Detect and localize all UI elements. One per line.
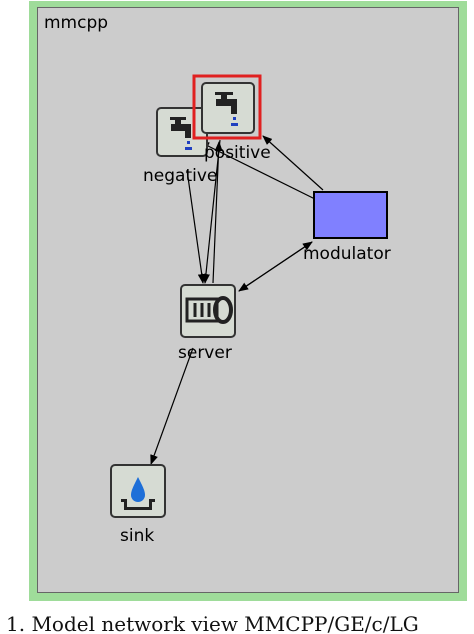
node-server[interactable] (180, 284, 236, 338)
connections (150, 135, 324, 465)
faucet-icon (215, 92, 238, 126)
block-icon (313, 191, 388, 239)
faucet-icon (170, 117, 192, 150)
node-negative[interactable] (156, 107, 208, 157)
figure-caption: 1. Model network view MMCPP/GE/c/LG (6, 614, 419, 634)
node-label-sink: sink (120, 526, 155, 546)
server-queue-icon (185, 296, 233, 324)
edge-modulator-negative (199, 141, 324, 204)
node-sink[interactable] (110, 464, 166, 518)
selection-highlight (192, 74, 262, 140)
module-title: mmcpp (44, 13, 109, 33)
edge-negative-server (186, 169, 206, 284)
edge-server-modulator (238, 241, 313, 292)
edge-modulator-positive (262, 135, 324, 191)
node-label-positive: positive (204, 143, 271, 163)
drop-sink-icon (121, 477, 155, 510)
node-modulator[interactable] (313, 191, 388, 239)
node-label-negative: negative (143, 166, 218, 186)
node-positive[interactable] (201, 82, 255, 134)
node-label-modulator: modulator (303, 244, 391, 264)
node-label-server: server (178, 343, 232, 363)
edge-server-negative (212, 141, 223, 284)
edge-server-sink (150, 347, 194, 465)
